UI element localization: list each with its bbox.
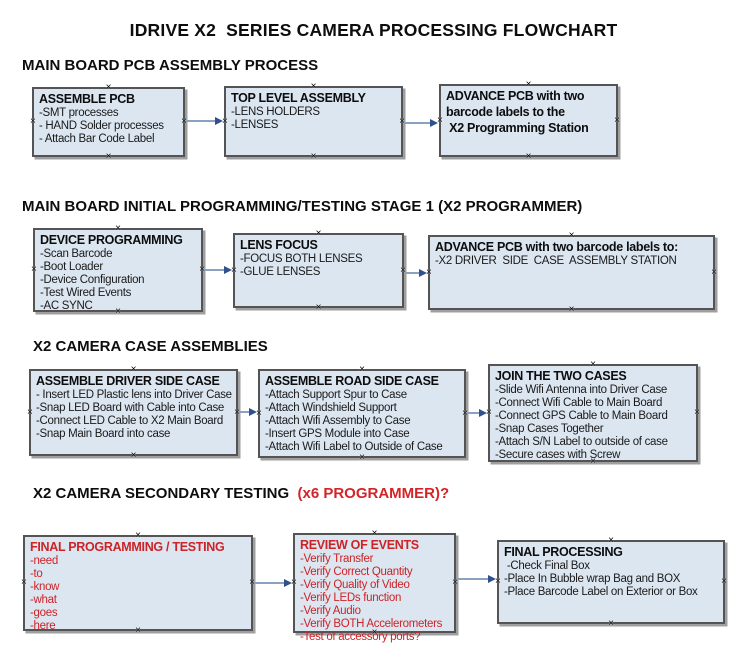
box-items: -X2 DRIVER SIDE CASE ASSEMBLY STATION [435,255,677,267]
box-title: FINAL PROGRAMMING / TESTING [30,540,225,554]
flow-box-advance-pcb-programming-station[interactable]: ADVANCE PCB with two barcode labels to t… [437,80,620,162]
edge-handle-icon: × [21,577,27,588]
box-items: - Insert LED Plastic lens into Driver Ca… [36,389,232,440]
edge-handle-icon: × [694,407,700,418]
box-title: JOIN THE TWO CASES [495,369,627,383]
arrow-head-icon [488,574,496,583]
arrow-head-icon [284,578,292,587]
box-title: ASSEMBLE PCB [39,92,135,106]
connector-arrow[interactable] [404,118,438,127]
connector-arrow[interactable] [186,116,223,125]
box-title: TOP LEVEL ASSEMBLY [231,91,366,105]
box-items: -SMT processes - HAND Solder processes -… [39,107,164,145]
arrow-line [457,577,488,580]
box-items: -need -to -know -what -goes -here [30,555,60,632]
edge-handle-icon: × [721,576,727,587]
edge-handle-icon: × [27,406,33,418]
box-items: -FOCUS BOTH LENSES -GLUE LENSES [240,253,363,278]
box-title: FINAL PROCESSING [504,545,623,559]
connector-arrow[interactable] [239,407,257,416]
arrow-head-icon [430,118,438,127]
flow-box-lens-focus[interactable]: LENS FOCUS -FOCUS BOTH LENSES -GLUE LENS… [231,229,406,313]
box-title: ASSEMBLE DRIVER SIDE CASE [36,374,220,388]
page-title: IDRIVE X2 SERIES CAMERA PROCESSING FLOWC… [129,20,618,40]
arrow-head-icon [479,408,487,417]
section-header-pcb-assembly: MAIN BOARD PCB ASSEMBLY PROCESS [22,57,319,74]
edge-handle-icon: × [525,151,532,162]
edge-handle-icon: × [130,450,137,461]
flow-box-final-processing[interactable]: FINAL PROCESSING -Check Final Box -Place… [495,536,727,629]
flow-box-review-of-events[interactable]: REVIEW OF EVENTS -Verify Transfer -Verif… [291,529,458,644]
connector-arrow[interactable] [254,578,292,587]
flow-box-assemble-driver-side-case[interactable]: ASSEMBLE DRIVER SIDE CASE - Insert LED P… [27,365,240,461]
box-title: DEVICE PROGRAMMING [40,233,183,247]
section-header-black-part: X2 CAMERA SECONDARY TESTING [33,485,294,502]
connector-arrow[interactable] [204,265,232,274]
flow-box-device-programming[interactable]: DEVICE PROGRAMMING -Scan Barcode -Boot L… [31,224,205,317]
edge-handle-icon: × [30,116,36,127]
flow-box-assemble-road-side-case[interactable]: ASSEMBLE ROAD SIDE CASE -Attach Support … [256,365,468,463]
arrow-head-icon [419,268,427,277]
arrow-line [254,581,284,584]
edge-handle-icon: × [359,452,365,463]
box-title: REVIEW OF EVENTS [300,538,419,552]
arrow-line [467,411,479,414]
flow-box-assemble-pcb[interactable]: ASSEMBLE PCB -SMT processes - HAND Solde… [30,83,187,162]
box-items: -Slide Wifi Antenna into Driver Case -Co… [495,384,668,461]
edge-handle-icon: × [614,114,620,126]
box-items: -Attach Support Spur to Case -Attach Win… [265,389,443,453]
arrow-line [186,119,215,122]
connector-arrow[interactable] [457,574,496,583]
flow-box-advance-pcb-case-assembly[interactable]: ADVANCE PCB with two barcode labels to: … [426,231,717,315]
arrow-head-icon [215,116,223,125]
box-items: -Scan Barcode -Boot Loader -Device Confi… [40,248,145,312]
box-items: -Check Final Box -Place In Bubble wrap B… [504,560,698,598]
arrow-line [204,268,224,271]
section-header-initial-programming: MAIN BOARD INITIAL PROGRAMMING/TESTING S… [22,198,583,215]
connector-arrow[interactable] [405,268,427,277]
section-header-secondary-testing: X2 CAMERA SECONDARY TESTING (x6 PROGRAMM… [33,485,449,502]
box-items: -Verify Transfer -Verify Correct Quantit… [300,553,443,643]
flow-box-final-programming-testing[interactable]: FINAL PROGRAMMING / TESTING -need -to -k… [21,531,255,636]
arrow-head-icon [224,265,232,274]
edge-handle-icon: × [315,302,322,313]
connector-arrow[interactable] [467,408,487,417]
box-title: LENS FOCUS [240,238,318,252]
edge-handle-icon: × [105,151,112,162]
box-title: ADVANCE PCB with two barcode labels to: [435,240,678,254]
flow-box-join-the-two-cases[interactable]: JOIN THE TWO CASES -Slide Wifi Antenna i… [486,360,700,467]
box-items: -LENS HOLDERS -LENSES [231,106,320,131]
section-header-case-assemblies: X2 CAMERA CASE ASSEMBLIES [33,338,268,355]
arrow-line [404,121,430,124]
edge-handle-icon: × [711,266,717,278]
arrow-head-icon [249,407,257,416]
edge-handle-icon: × [310,151,317,162]
edge-handle-icon: × [608,618,614,629]
box-title: ADVANCE PCB with two barcode labels to t… [446,89,589,135]
arrow-line [405,271,419,274]
section-header-red-part: (x6 PROGRAMMER)? [293,485,450,502]
flow-box-top-level-assembly[interactable]: TOP LEVEL ASSEMBLY -LENS HOLDERS -LENSES… [222,82,405,162]
edge-handle-icon: × [31,264,37,275]
box-title: ASSEMBLE ROAD SIDE CASE [265,374,439,388]
arrow-line [239,410,249,413]
edge-handle-icon: × [568,304,575,315]
